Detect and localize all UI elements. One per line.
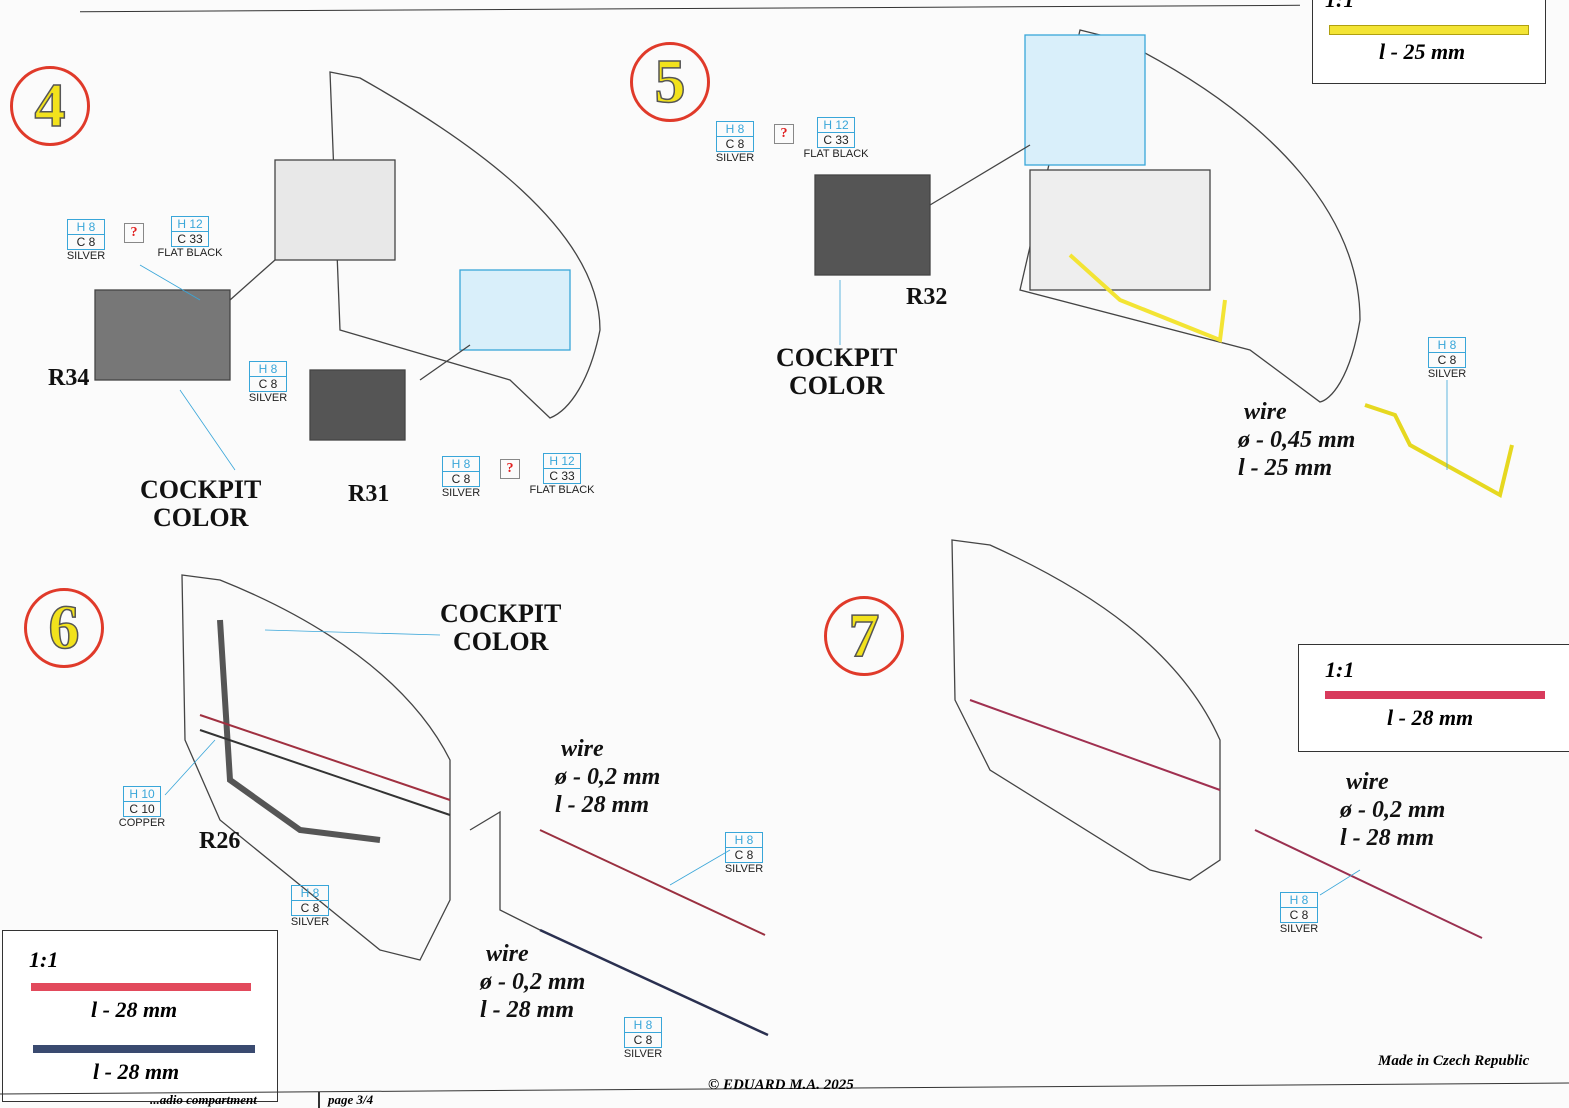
step-4-number: 4 (10, 66, 90, 146)
step-5-number: 5 (630, 42, 710, 122)
part-label-r32: R32 (906, 284, 948, 310)
footer-title-fragment: ...adio compartment (150, 1092, 257, 1107)
scale-box-step-7-wire: 1:1 l - 28 mm (1298, 644, 1569, 752)
footer-made-in: Made in Czech Republic (1378, 1053, 1530, 1069)
step-7-number: 7 (824, 596, 904, 676)
scale-box-step-6-wires: 1:1 l - 28 mm l - 28 mm (2, 930, 278, 1102)
part-label-r34: R34 (48, 365, 90, 391)
unknown-paint-icon: ? (774, 124, 794, 144)
footer-page-number: page 3/4 (318, 1092, 373, 1108)
unknown-paint-icon: ? (124, 223, 144, 243)
scale-box-yellow-wire: 1:1 l - 25 mm (1312, 0, 1546, 84)
part-label-r26: R26 (199, 828, 241, 854)
part-label-r31: R31 (348, 481, 390, 507)
footer-copyright: © EDUARD M.A. 2025 (708, 1077, 854, 1093)
unknown-paint-icon: ? (500, 459, 520, 479)
step-6-number: 6 (24, 588, 104, 668)
